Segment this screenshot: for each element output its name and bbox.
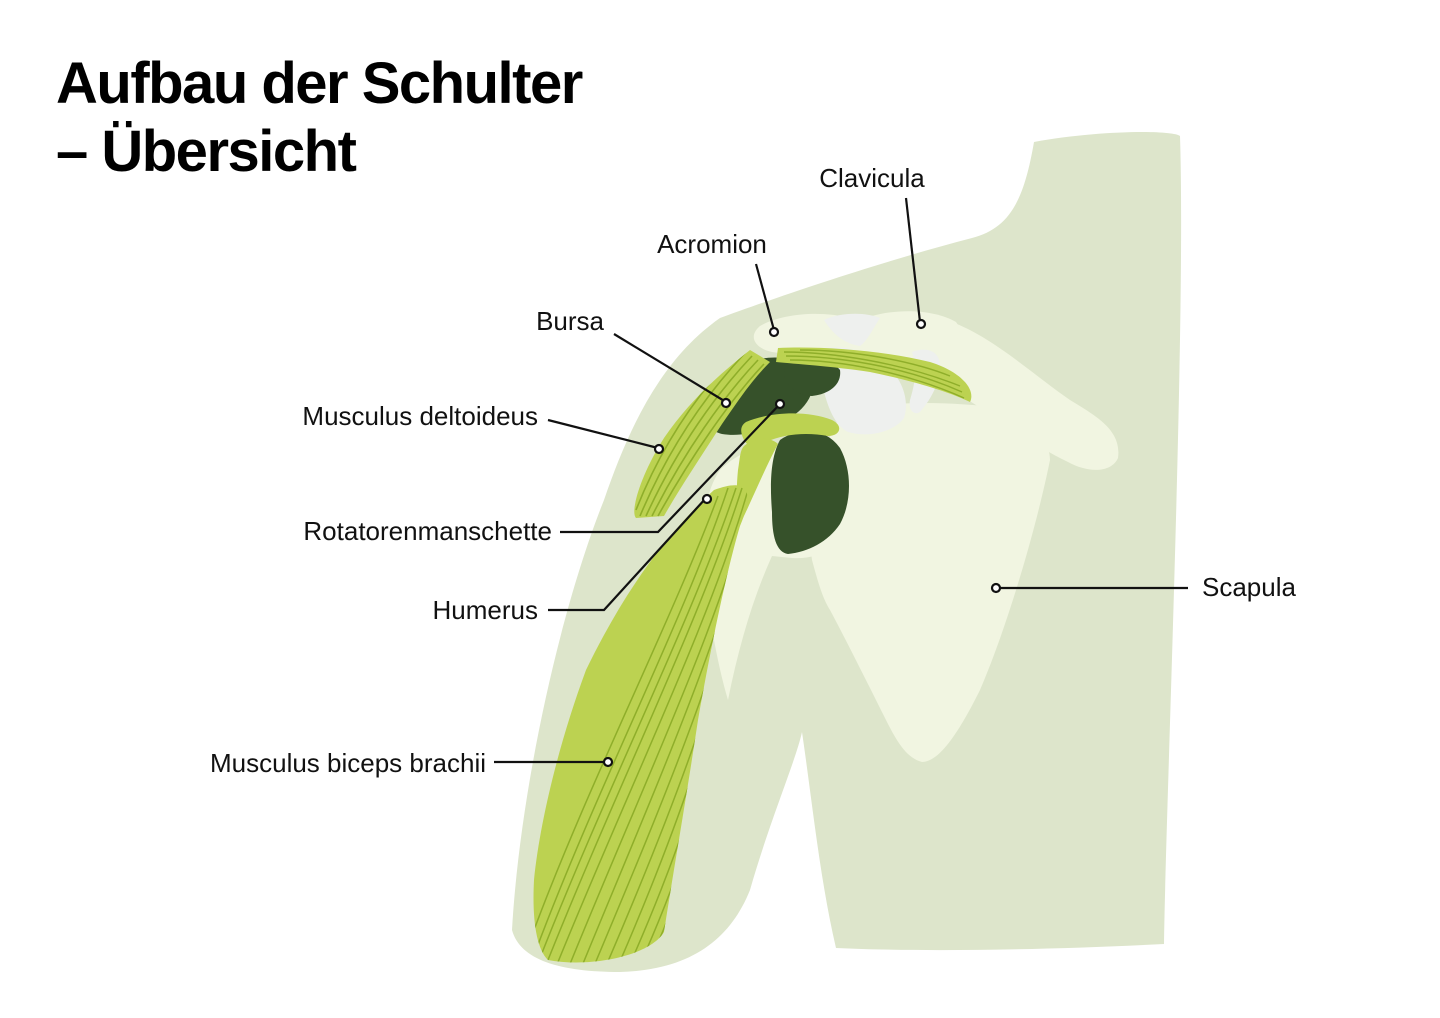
leader-rotatorenmanschette bbox=[560, 403, 781, 534]
leader-bursa bbox=[613, 333, 727, 403]
leader-clavicula bbox=[904, 197, 922, 323]
dot-bursa bbox=[720, 397, 732, 409]
leader-humerus bbox=[548, 497, 707, 612]
rotator-cuff-dark-shape bbox=[770, 430, 849, 554]
leader-deltoideus bbox=[547, 418, 659, 450]
dot-scapula bbox=[990, 582, 1002, 594]
deltoid-muscle-fibers bbox=[635, 350, 765, 517]
label-biceps: Musculus biceps brachii bbox=[209, 748, 486, 778]
label-humerus: Humerus bbox=[432, 595, 538, 625]
dot-humerus bbox=[701, 493, 713, 505]
leader-lines bbox=[494, 197, 1188, 764]
label-rotatorenmanschette: Rotatorenmanschette bbox=[303, 516, 552, 546]
leader-dots bbox=[602, 318, 1002, 768]
label-scapula: Scapula bbox=[1202, 572, 1296, 602]
cartilage-shape bbox=[824, 313, 880, 346]
title-line-1: Aufbau der Schulter bbox=[56, 51, 583, 116]
scapula-shape bbox=[810, 403, 1050, 762]
clavicula-shape bbox=[864, 311, 960, 352]
dot-biceps bbox=[602, 756, 614, 768]
title-line-2: – Übersicht bbox=[56, 119, 357, 184]
label-clavicula: Clavicula bbox=[819, 163, 925, 193]
label-acromion: Acromion bbox=[657, 229, 767, 259]
rotator-cuff-band bbox=[741, 413, 840, 446]
dot-acromion bbox=[768, 326, 780, 338]
dot-clavicula bbox=[915, 318, 927, 330]
label-bursa: Bursa bbox=[536, 306, 604, 336]
label-deltoideus: Musculus deltoideus bbox=[302, 401, 538, 431]
leader-acromion bbox=[754, 263, 776, 331]
deltoid-upper-fibers bbox=[783, 349, 965, 399]
dot-deltoideus bbox=[653, 443, 665, 455]
dot-rotatorenmanschette bbox=[774, 398, 786, 410]
deltoid-muscle-shape bbox=[634, 350, 770, 518]
